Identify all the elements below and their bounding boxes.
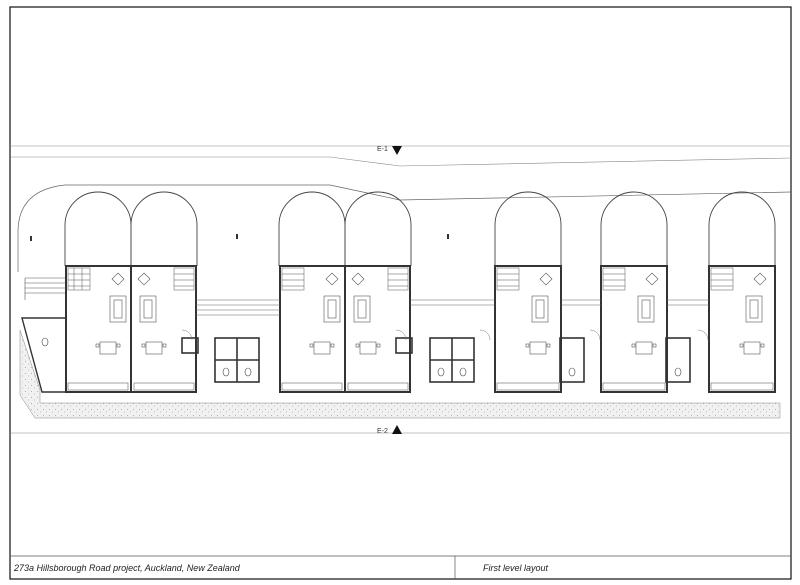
triangle-up-icon (392, 425, 402, 434)
balcony-rails (196, 299, 709, 316)
dining-tables (95, 341, 765, 355)
project-label: 273a Hillsborough Road project, Auckland… (13, 563, 241, 573)
sheet-label: First level layout (483, 563, 549, 573)
elevation-label-e1: E-1 (377, 146, 388, 153)
exterior-stair (24, 277, 65, 300)
kitchen-counters (67, 382, 774, 391)
garden-arches (64, 191, 776, 266)
armchairs (111, 272, 767, 286)
triangle-down-icon (392, 146, 402, 155)
living-furniture (109, 295, 763, 323)
posts (30, 234, 449, 241)
sheet-border (9, 6, 792, 580)
elevation-marker-e2: E-2 (377, 425, 402, 435)
elevation-label-e2: E-2 (377, 428, 388, 435)
unit-walls (65, 265, 776, 393)
interior-stairs (67, 267, 734, 291)
toilets (41, 337, 682, 377)
elevation-marker-e1: E-1 (377, 146, 402, 155)
site-outline (17, 184, 792, 272)
title-block: 273a Hillsborough Road project, Auckland… (10, 555, 791, 579)
gravel-strip (19, 329, 781, 419)
door-swings (181, 329, 709, 341)
bathroom-blocks (181, 337, 691, 383)
